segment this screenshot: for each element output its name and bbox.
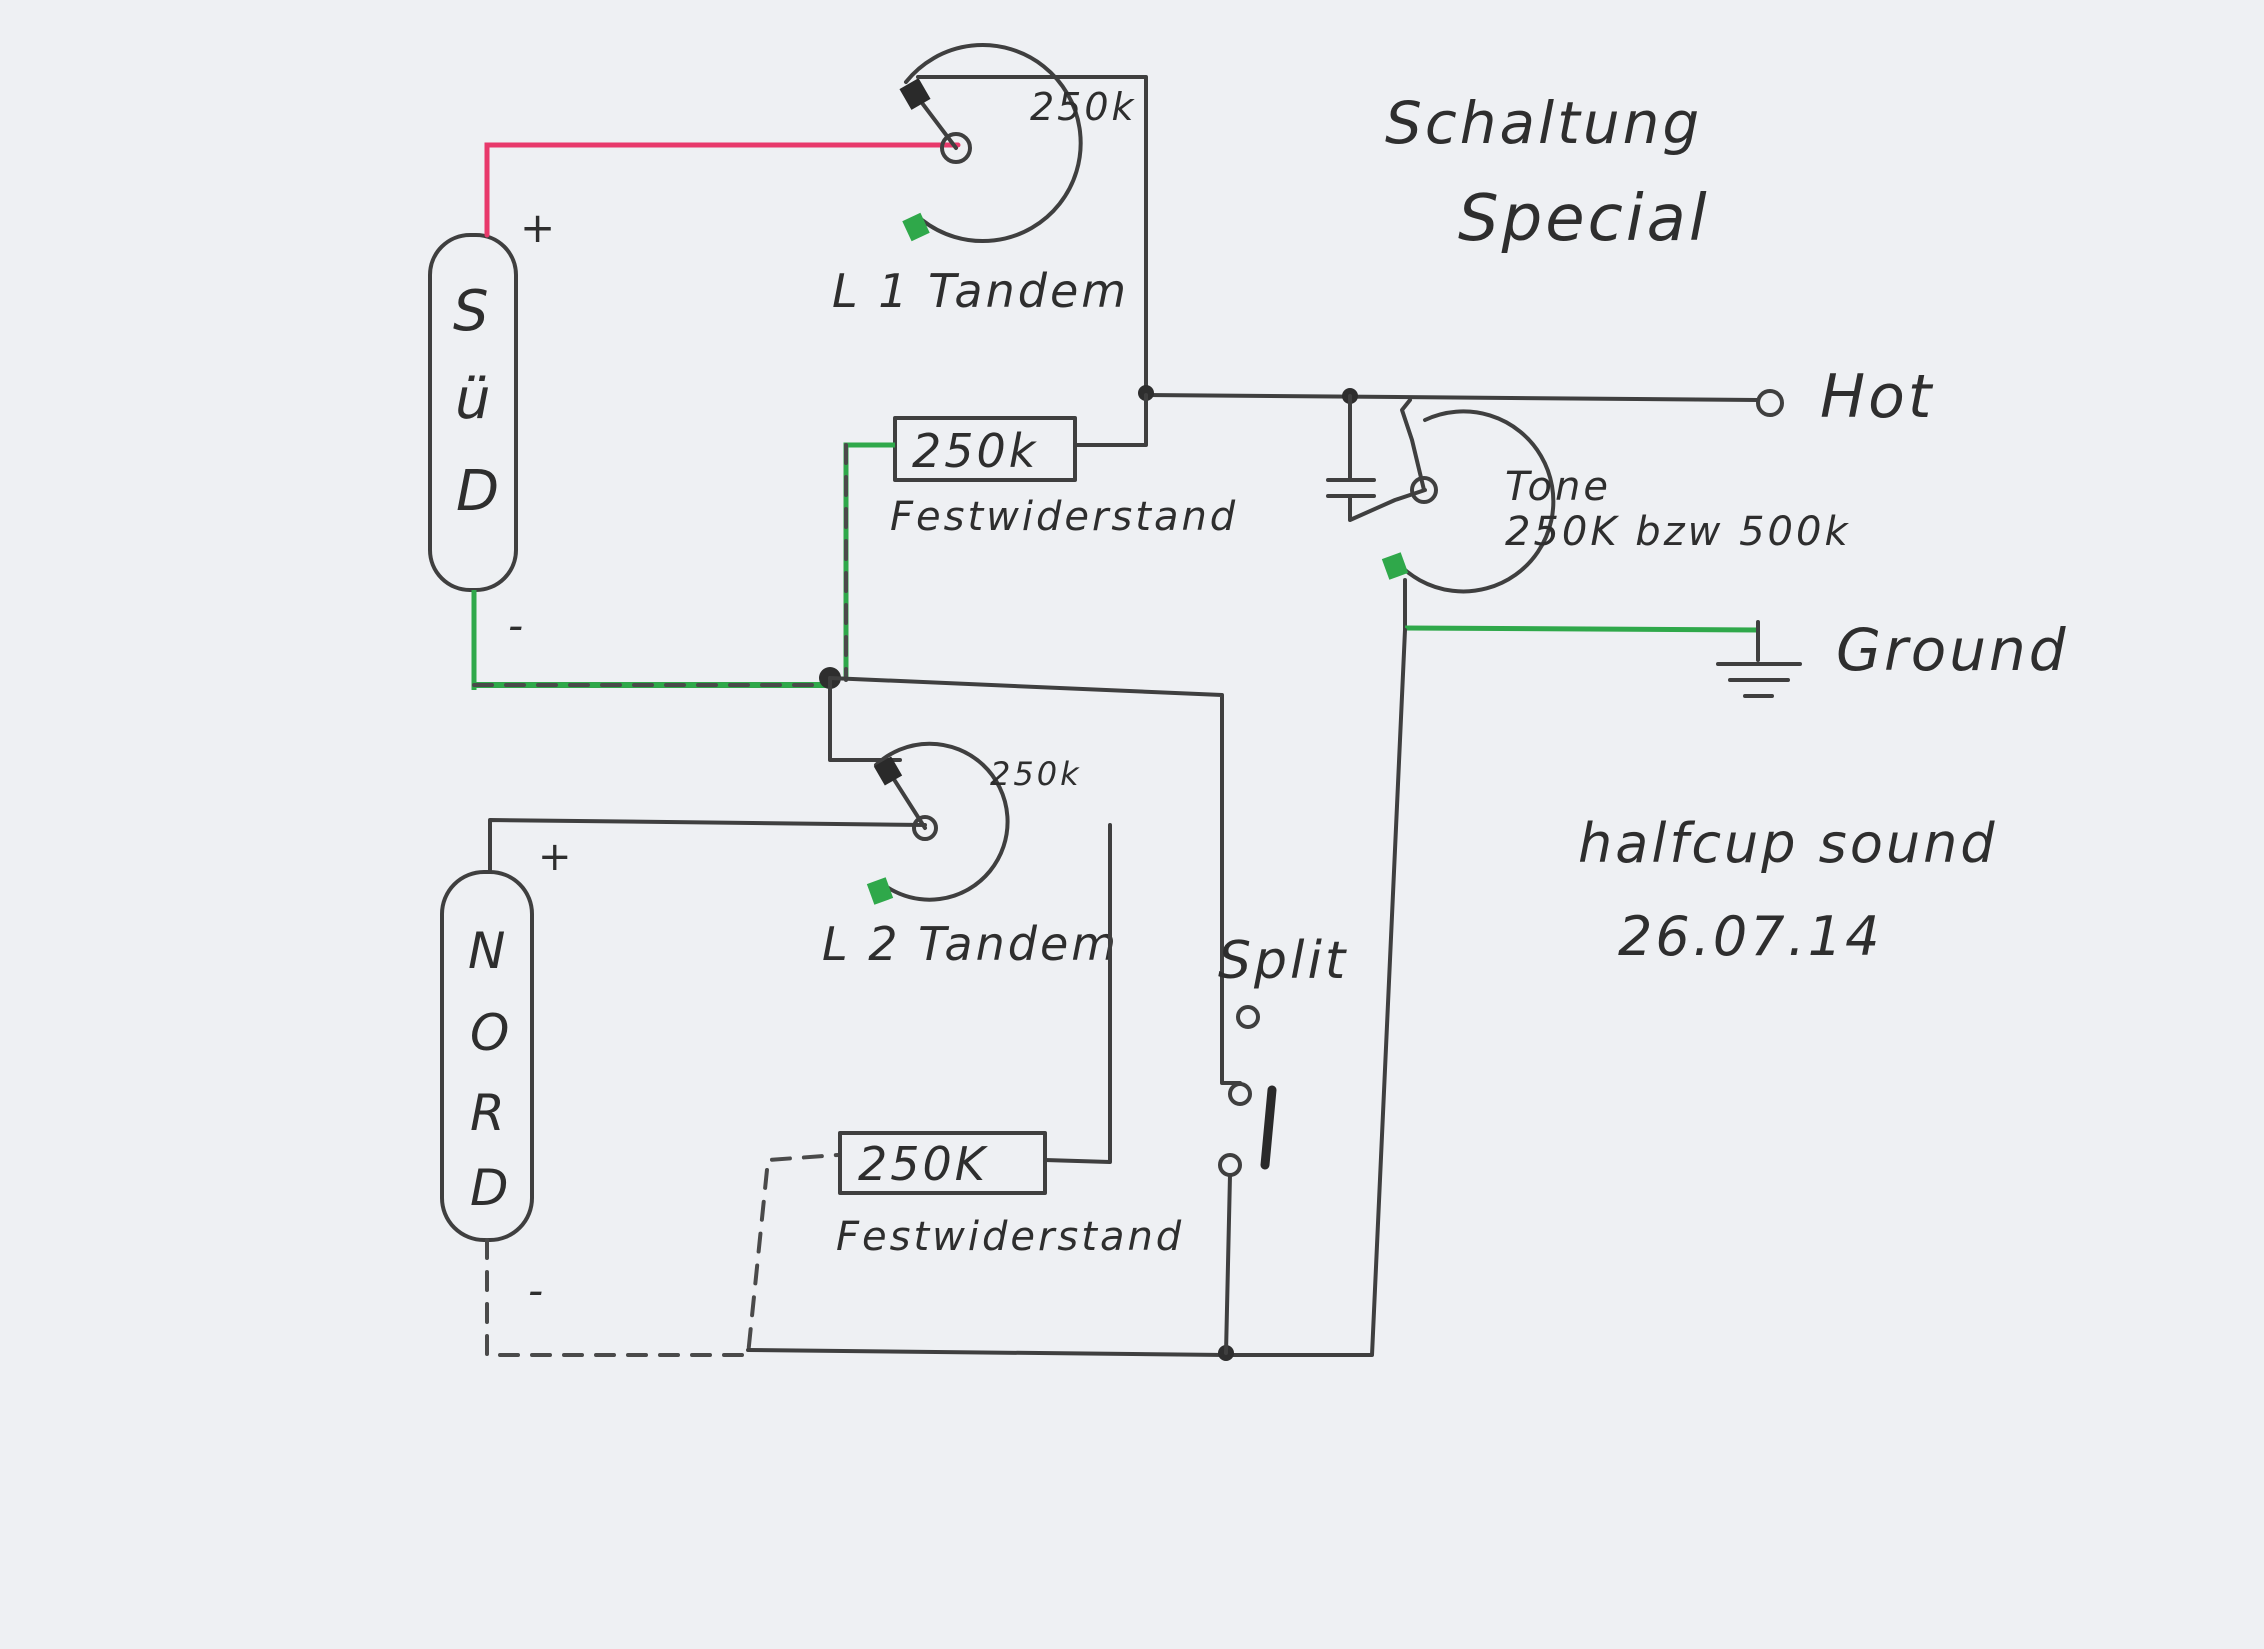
tone-label-2: 250K bzw 500k	[1505, 509, 1851, 555]
r1-right-lead	[1073, 393, 1148, 447]
l1-pot-wiper	[940, 132, 972, 164]
split-switch-common-lead	[1224, 1173, 1232, 1355]
r2-value: 250K	[858, 1137, 989, 1191]
sued-letter-3: D	[456, 459, 502, 524]
split-switch-label: Split	[1218, 931, 1348, 991]
nord-hot-wire	[488, 818, 927, 874]
note-date: 26.07.14	[1618, 905, 1882, 968]
l2-pot-ground-tab	[866, 877, 894, 905]
nord-ground-dashed	[485, 1153, 840, 1357]
tone-pot-wiper	[1410, 476, 1438, 504]
hot-output-terminal[interactable]	[1756, 389, 1784, 417]
l2-pot-wiper	[912, 815, 938, 841]
hot-bus-wire	[1144, 393, 1760, 402]
nord-letter-3: R	[470, 1084, 508, 1142]
l2-pot-terminal	[873, 756, 903, 786]
l2-pot-label: L 2 Tandem	[822, 917, 1119, 971]
sued-letter-2: ü	[455, 367, 494, 432]
r2-body	[838, 1131, 1047, 1195]
l1-pot-label: L 1 Tandem	[832, 264, 1129, 318]
sued-letter-1: S	[453, 279, 492, 344]
nord-letter-4: D	[470, 1159, 512, 1217]
title-line-2: Special	[1458, 182, 1710, 256]
l1-pot-ground-tab	[902, 212, 930, 242]
cap-bottom-lead	[1348, 488, 1427, 522]
l1-pot-lever	[914, 93, 958, 150]
tone-pot-arc	[1393, 409, 1556, 594]
r1-label: Festwiderstand	[890, 494, 1238, 540]
l2-pot-value: 250k	[990, 755, 1082, 793]
split-switch-lead	[828, 676, 1242, 1085]
nord-letter-2: O	[470, 1004, 512, 1062]
nord-letter-1: N	[468, 922, 508, 980]
tone-pot-lever	[1400, 398, 1426, 492]
r1-value: 250k	[912, 424, 1038, 478]
title-line-1: Schaltung	[1385, 89, 1702, 157]
l1-pot-arc	[904, 43, 1083, 244]
r1-body	[893, 416, 1077, 482]
note-sound: halfcup sound	[1578, 812, 1998, 875]
sued-minus-label: -	[508, 601, 526, 650]
r2-label: Festwiderstand	[836, 1214, 1184, 1260]
l1-output-lead	[916, 75, 1148, 397]
ground-output-wire	[1404, 625, 1759, 633]
tone-pot-ground-tab	[1381, 552, 1409, 580]
ground-return-wire	[1223, 628, 1407, 1357]
sued-hot-wire	[484, 142, 961, 238]
split-switch-lever[interactable]	[1260, 1085, 1277, 1170]
ground-output-label: Ground	[1836, 616, 2069, 684]
l2-ground-lead	[828, 676, 902, 762]
nord-minus-label: -	[528, 1266, 546, 1315]
l1-pot-value: 250k	[1030, 85, 1137, 129]
bottom-return-wire	[746, 1348, 1227, 1357]
nord-plus-label: +	[538, 834, 575, 880]
tone-label-1: Tone	[1505, 464, 1611, 510]
hot-output-label: Hot	[1820, 362, 1934, 432]
l1-pot-terminal	[899, 78, 931, 110]
r2-right-lead	[1043, 823, 1112, 1164]
split-switch-contact-1[interactable]	[1236, 1005, 1260, 1029]
l2-pot-arc	[874, 741, 1010, 902]
sued-plus-label: +	[520, 203, 558, 252]
split-switch-contact-2[interactable]	[1228, 1082, 1252, 1106]
